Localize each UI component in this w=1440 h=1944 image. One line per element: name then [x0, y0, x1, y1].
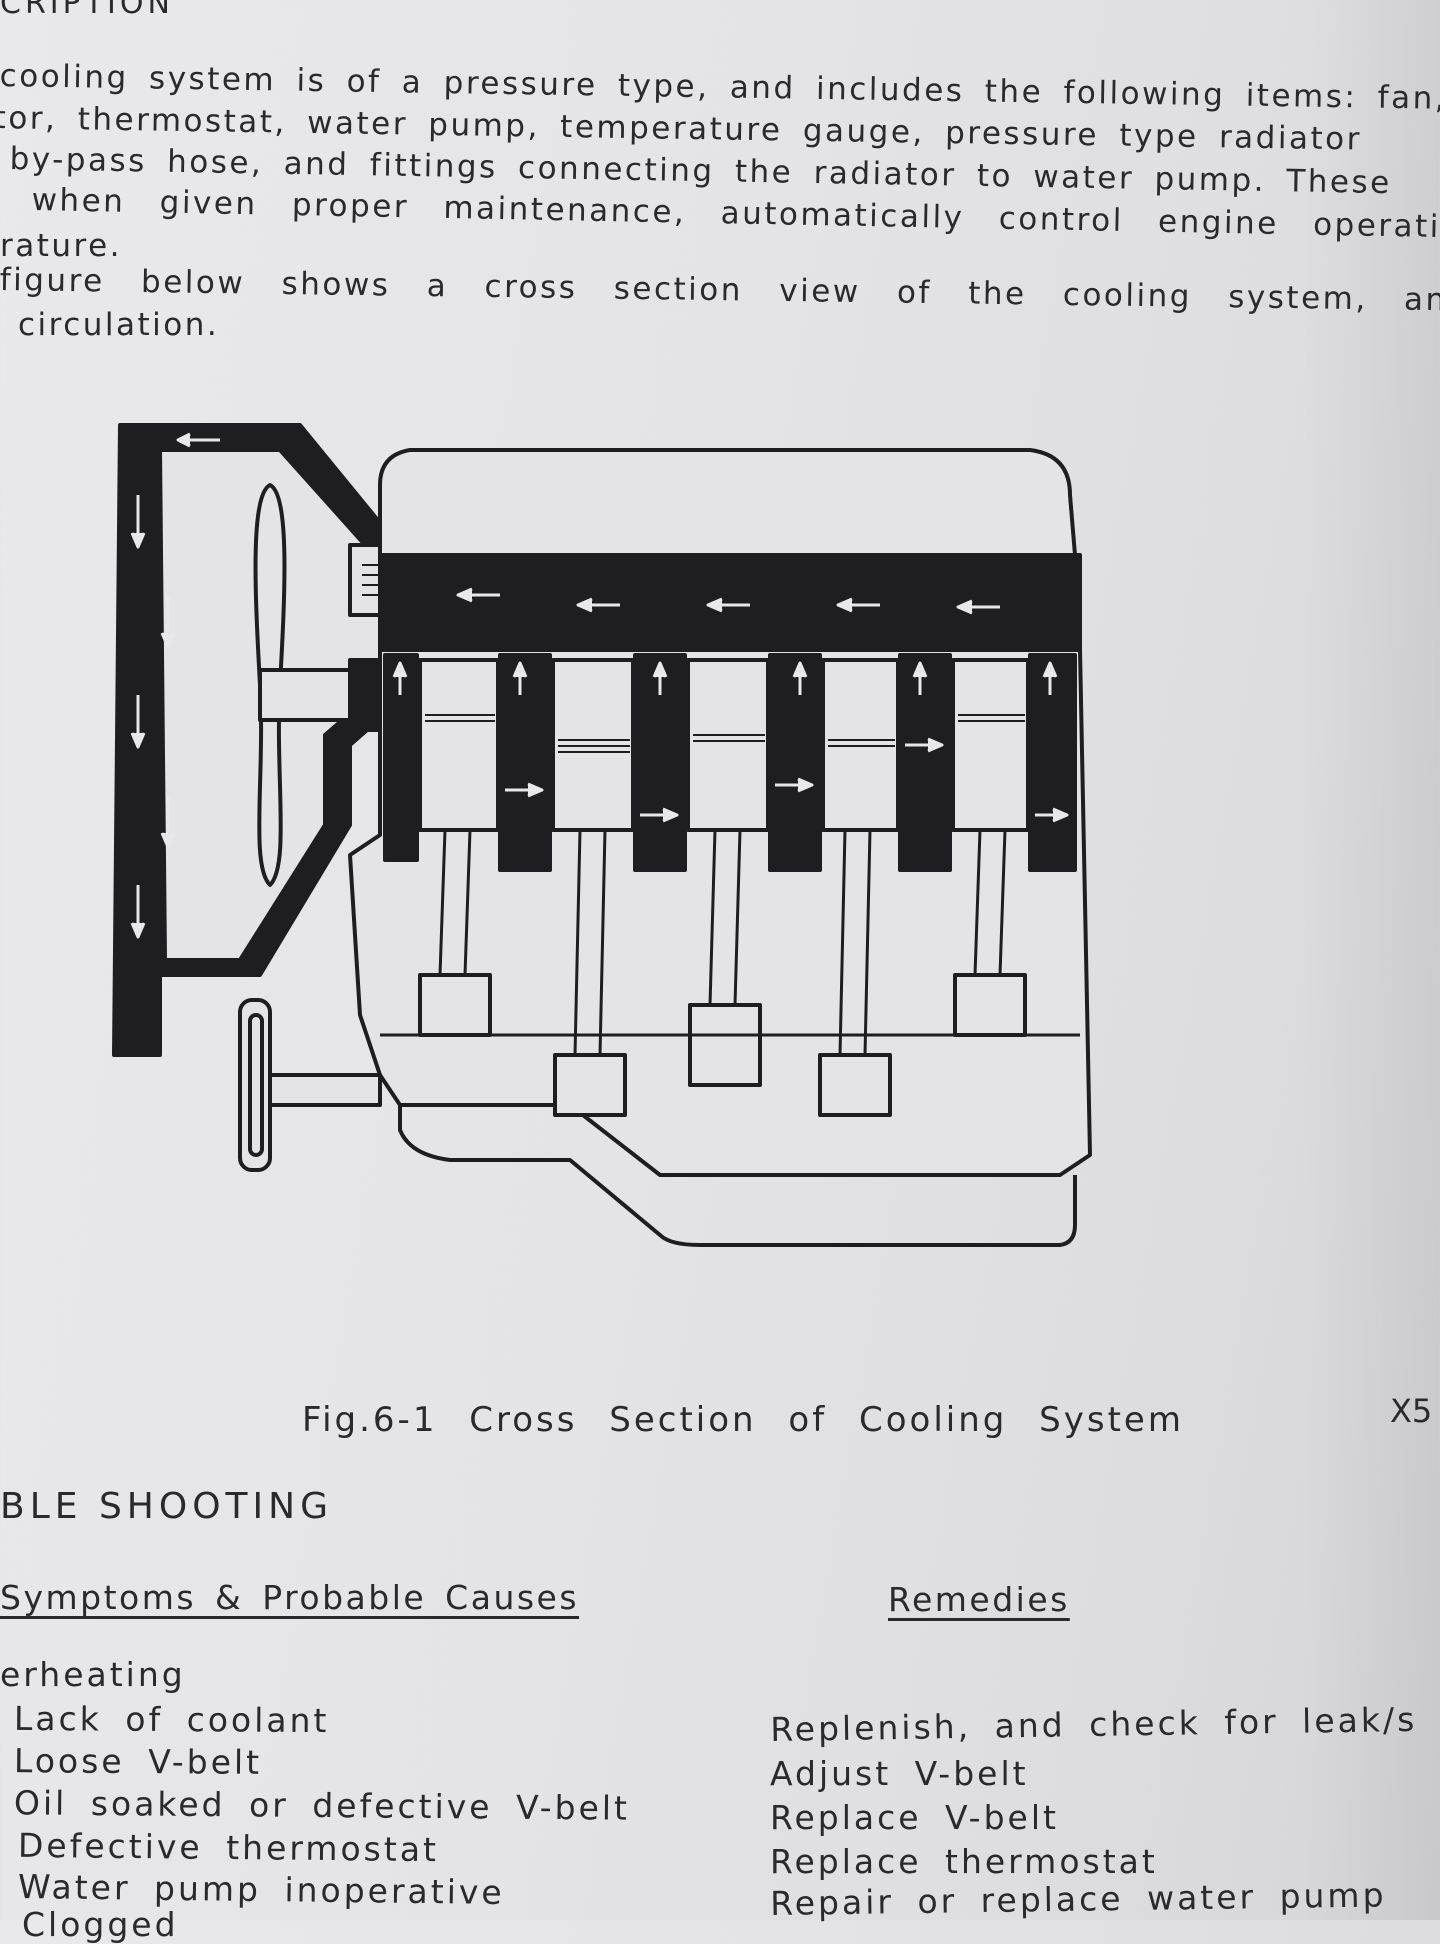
cylinder-head-water-jacket — [378, 553, 1082, 652]
cause-item: Lack of coolant — [13, 1698, 330, 1741]
page-shadow — [1300, 0, 1440, 1920]
cause-item: Oil soaked or defective V-belt — [13, 1783, 631, 1828]
water-pump-hub — [258, 668, 352, 722]
symptoms-column-header: Symptoms & Probable Causes — [0, 1578, 580, 1617]
remedy-item: Replace thermostat — [770, 1842, 1158, 1881]
connecting-rods — [438, 829, 1007, 1056]
crank-pulley — [238, 998, 382, 1172]
figure-code: X5 — [1390, 1392, 1433, 1430]
figure-intro-line: circulation. — [18, 307, 220, 343]
remedy-item: Adjust V-belt — [770, 1754, 1029, 1793]
cooling-system-diagram — [112, 423, 1092, 1247]
figure-caption: Fig.6-1 Cross Section of Cooling System — [302, 1400, 1184, 1440]
cylinders — [383, 653, 1077, 872]
section-heading: CRIPTION — [0, 0, 174, 21]
oil-pan — [398, 1105, 1077, 1247]
cause-item: Clogged — [22, 1905, 179, 1944]
cause-item: Loose V-belt — [13, 1741, 263, 1782]
valve-cover — [378, 448, 1077, 557]
remedy-item: Repair or replace water pump — [770, 1875, 1387, 1923]
crankshaft — [380, 973, 1080, 1117]
remedies-column-header: Remedies — [888, 1580, 1070, 1619]
cause-item: Defective thermostat — [17, 1825, 440, 1870]
troubleshooting-heading: BLE SHOOTING — [0, 1486, 333, 1527]
symptom-group-title: erheating — [0, 1655, 186, 1694]
intro-line: rature. — [0, 228, 123, 264]
remedy-item: Replace V-belt — [770, 1798, 1059, 1837]
